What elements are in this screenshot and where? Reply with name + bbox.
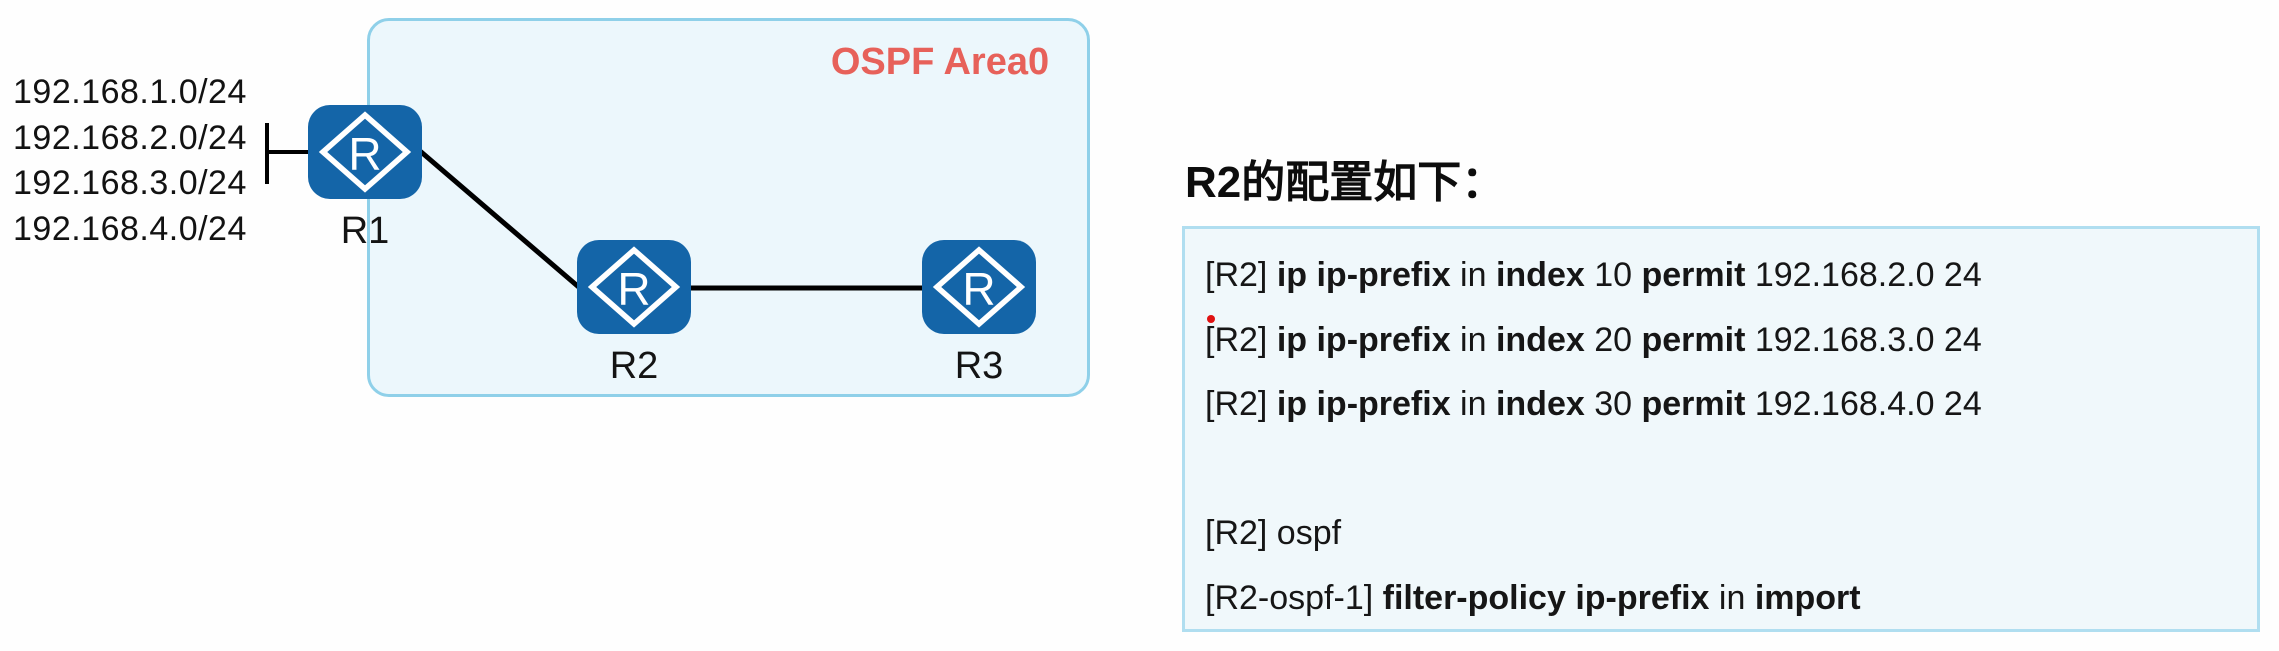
config-line: [R2] ip ip-prefix in index 30 permit 192… (1205, 385, 1982, 423)
svg-text:R: R (962, 263, 995, 315)
router-icon: R (577, 240, 691, 334)
link-r1-r2 (418, 149, 583, 291)
config-box: [R2] ip ip-prefix in index 10 permit 192… (1182, 226, 2260, 632)
router-icon: R (922, 240, 1036, 334)
config-line (1205, 437, 2247, 502)
svg-text:R: R (348, 128, 381, 180)
config-line: [R2] ip ip-prefix in index 10 permit 192… (1205, 256, 1982, 294)
router-icon: R (308, 105, 422, 199)
config-line: [R2] ospf (1205, 514, 1342, 552)
config-line: [R2-ospf-1] filter-policy ip-prefix in i… (1205, 578, 1861, 617)
annotation-dot (1207, 315, 1215, 323)
router-node-r3: R R3 (922, 240, 1036, 388)
router-label: R2 (609, 345, 659, 387)
config-line: [R2] ip ip-prefix in index 20 permit 192… (1205, 320, 1982, 359)
network-prefix: 192.168.4.0/24 (13, 209, 247, 248)
router-node-r2: R R2 (577, 240, 691, 388)
config-title: R2的配置如下： (1185, 158, 1506, 207)
svg-text:R: R (617, 263, 650, 315)
router-label: R1 (340, 210, 390, 252)
router-node-r1: R R1 (308, 105, 422, 253)
network-prefix: 192.168.3.0/24 (13, 164, 247, 202)
network-prefix: 192.168.2.0/24 (13, 118, 247, 157)
network-prefix-list: 192.168.1.0/24 192.168.2.0/24 192.168.3.0/… (13, 70, 247, 252)
network-prefix: 192.168.1.0/24 (13, 73, 247, 111)
router-label: R3 (954, 345, 1004, 387)
ospf-area-label: OSPF Area0 (830, 41, 1050, 83)
